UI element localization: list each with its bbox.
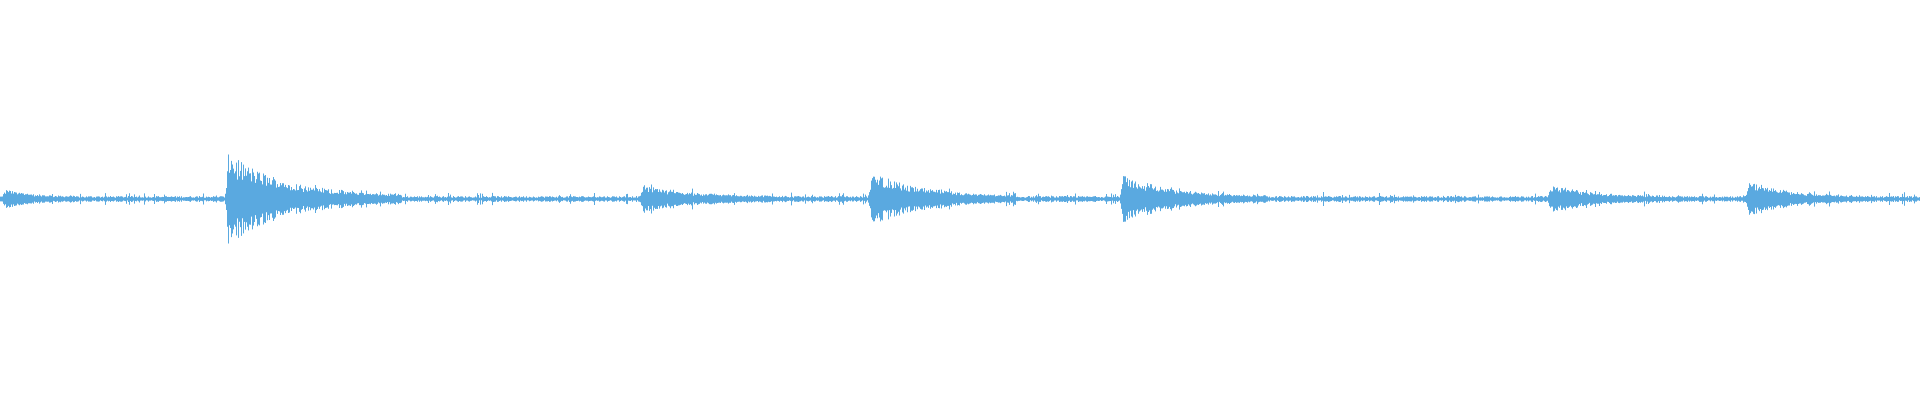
waveform-samples [0,154,1920,244]
waveform-sample-path [0,154,1920,244]
